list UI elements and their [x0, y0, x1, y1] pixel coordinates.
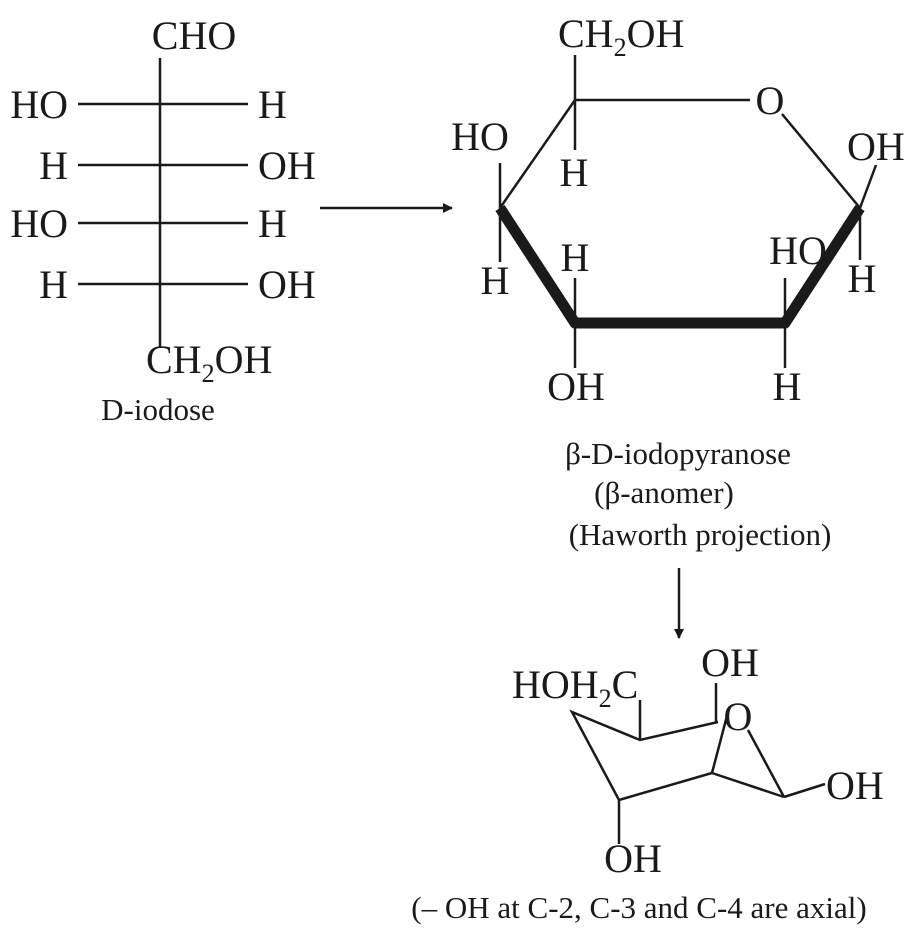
haworth-c5-h: H	[560, 150, 589, 195]
fischer-row4-right: OH	[258, 262, 316, 307]
chair-conformation: HOH2C OH O OH OH (– OH at C-2, C-3 and C…	[411, 640, 883, 925]
chair-hoh2c-subscript: 2	[599, 684, 612, 713]
fischer-top-group: CHO	[152, 13, 236, 58]
haworth-caption-line1: β-D-iodopyranose	[565, 436, 791, 471]
chair-bond-o-c1	[746, 729, 786, 798]
haworth-bond-c1-oh	[858, 164, 878, 209]
haworth-c4-ho: HO	[451, 114, 509, 159]
chair-bond-c1-oh	[783, 782, 826, 799]
fischer-bottom-main: CH	[146, 337, 202, 382]
fischer-row3-right: H	[258, 201, 287, 246]
chair-hoh2c: HOH2C	[512, 662, 638, 713]
fischer-row2-right: OH	[258, 143, 316, 188]
chair-hoh2c-main: HOH	[512, 662, 599, 707]
fischer-projection: CHO HO H H OH HO H H OH CH2OH D-iodose	[10, 13, 316, 427]
fischer-row3-left: HO	[10, 201, 68, 246]
fischer-bottom-tail: OH	[215, 337, 273, 382]
chair-bottom-oh: OH	[604, 836, 662, 881]
chair-top-oh: OH	[701, 640, 759, 685]
fischer-caption: D-iodose	[101, 392, 215, 427]
haworth-c3-oh: OH	[547, 364, 605, 409]
fischer-row1-left: HO	[10, 82, 68, 127]
haworth-c3-h: H	[561, 235, 590, 280]
haworth-c2-ho: HO	[769, 228, 827, 273]
haworth-ch2oh-tail: OH	[627, 11, 685, 56]
haworth-c1-h: H	[848, 256, 877, 301]
haworth-caption-line3: (Haworth projection)	[569, 517, 832, 552]
haworth-c4-h: H	[481, 258, 510, 303]
haworth-projection: CH2OH O OH H HO H H H OH HO H β-D-iodopy…	[451, 11, 905, 552]
chair-ring-oxygen: O	[724, 694, 753, 739]
haworth-front-bonds	[495, 204, 865, 329]
fischer-row1-right: H	[258, 82, 287, 127]
haworth-ch2oh-subscript: 2	[614, 33, 627, 62]
chair-right-oh: OH	[826, 763, 884, 808]
chair-bond-c2-c1	[711, 771, 785, 799]
haworth-caption-line2: (β-anomer)	[594, 475, 734, 510]
chair-ring-left	[569, 709, 730, 802]
haworth-c1-oh: OH	[847, 124, 905, 169]
haworth-c2-h: H	[773, 364, 802, 409]
chair-axial-note: (– OH at C-2, C-3 and C-4 are axial)	[411, 890, 866, 925]
haworth-ch2oh-main: CH	[558, 11, 614, 56]
haworth-ring-oxygen: O	[756, 78, 785, 123]
fischer-bottom-group: CH2OH	[146, 337, 272, 388]
haworth-bond-o-c1	[781, 113, 861, 209]
haworth-ch2oh: CH2OH	[558, 11, 684, 62]
haworth-bond-c5-c4	[498, 99, 577, 209]
chair-hoh2c-tail: C	[612, 662, 639, 707]
fischer-row2-left: H	[39, 143, 68, 188]
fischer-row4-left: H	[39, 262, 68, 307]
fischer-bottom-subscript: 2	[202, 359, 215, 388]
